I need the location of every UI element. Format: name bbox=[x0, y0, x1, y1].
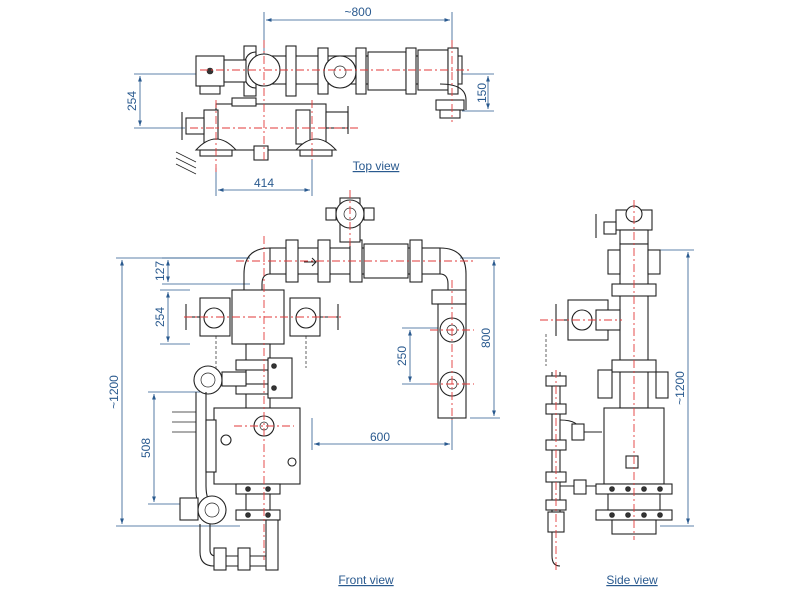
side-pipework bbox=[540, 200, 673, 570]
dim-label-top-254: 254 bbox=[125, 91, 139, 111]
dim-label-front-800: 800 bbox=[479, 328, 493, 348]
dim-top-254: 254 bbox=[125, 73, 200, 129]
dim-top-150: 150 bbox=[462, 73, 494, 112]
front-view: 127 254 ~1200 508 250 bbox=[107, 190, 500, 587]
dim-label-front-1200: ~1200 bbox=[107, 375, 121, 409]
dim-front-800: 800 bbox=[460, 257, 500, 419]
side-view-label: Side view bbox=[606, 573, 658, 587]
dim-front-600: 600 bbox=[311, 418, 453, 450]
side-view: ~1200 bbox=[540, 200, 694, 587]
front-view-label: Front view bbox=[338, 573, 394, 587]
dim-label-top-414: 414 bbox=[254, 176, 274, 190]
dim-front-127: 127 bbox=[153, 257, 250, 285]
dim-label-front-250: 250 bbox=[395, 346, 409, 366]
top-pipe-run bbox=[175, 40, 470, 175]
dim-front-508: 508 bbox=[139, 391, 200, 505]
dim-label-front-508: 508 bbox=[139, 438, 153, 458]
dim-top-414: 414 bbox=[215, 160, 313, 196]
dim-front-1200: ~1200 bbox=[107, 257, 250, 527]
dim-label-front-600: 600 bbox=[370, 430, 390, 444]
dim-label-top-150: 150 bbox=[475, 83, 489, 103]
dim-label-top-width: ~800 bbox=[344, 5, 371, 19]
top-view: ~800 254 150 414 bbox=[125, 5, 494, 196]
dim-label-front-127: 127 bbox=[153, 261, 167, 281]
top-view-label: Top view bbox=[353, 159, 400, 173]
dim-front-254: 254 bbox=[153, 289, 190, 345]
front-pipework bbox=[172, 190, 476, 571]
dim-front-250: 250 bbox=[395, 327, 444, 385]
dim-label-side-1200: ~1200 bbox=[673, 371, 687, 405]
dim-label-front-254: 254 bbox=[153, 307, 167, 327]
